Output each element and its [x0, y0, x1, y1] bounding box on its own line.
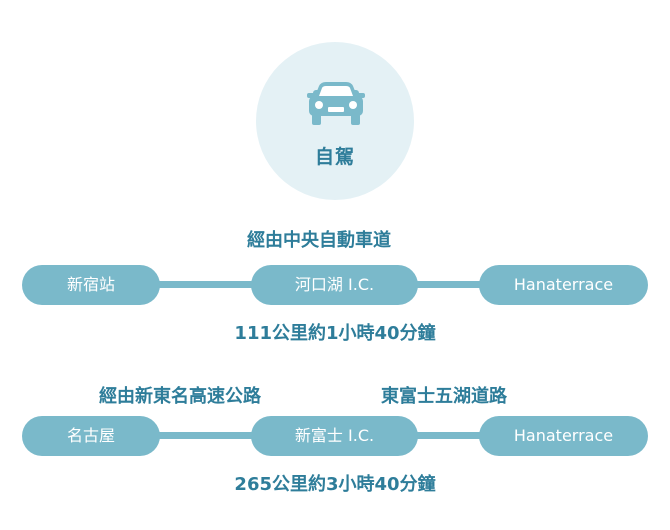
driving-badge: 自駕: [256, 42, 414, 200]
route-via-label: 經由中央自動車道: [247, 230, 391, 251]
route-stop-interchange: 新富士 I.C.: [251, 416, 418, 456]
route-via-label: 經由新東名高速公路: [99, 386, 261, 407]
route-distance: 111公里約1小時40分鐘: [234, 323, 436, 344]
route-stop-destination: Hanaterrace: [479, 416, 648, 456]
mode-label: 自駕: [314, 146, 355, 168]
route-distance: 265公里約3小時40分鐘: [234, 474, 436, 495]
route-stop-interchange: 河口湖 I.C.: [251, 265, 418, 305]
route-stop-origin: 名古屋: [22, 416, 160, 456]
route-stop-origin: 新宿站: [22, 265, 160, 305]
route-stop-destination: Hanaterrace: [479, 265, 648, 305]
route-via-label: 東富士五湖道路: [381, 386, 507, 407]
car-icon: [307, 82, 365, 125]
